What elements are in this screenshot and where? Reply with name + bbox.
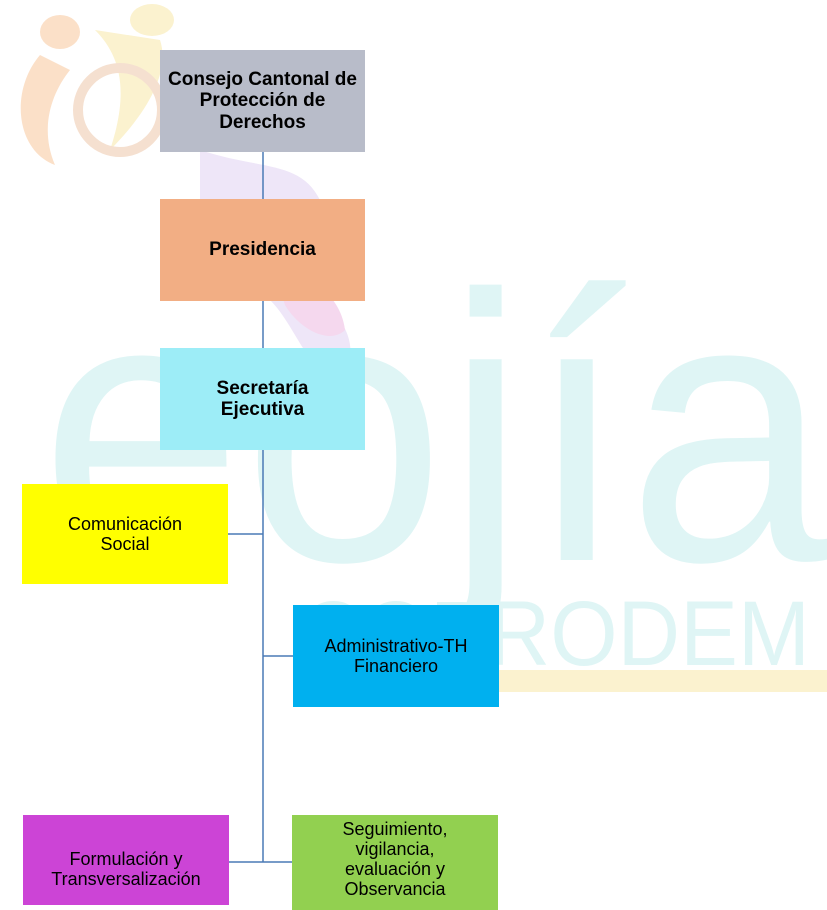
node-formulacion-label: Formulación y Transversalización [51,848,201,889]
node-formulacion-transversalizacion: Formulación y Transversalización [23,815,229,905]
node-presidencia-label: Presidencia [209,239,316,261]
node-consejo-label: Consejo Cantonal de Protección de Derech… [168,69,357,133]
watermark-figure-body-gold [95,30,163,150]
node-comunicacion-label: Comunicación Social [67,513,183,554]
node-consejo-cantonal: Consejo Cantonal de Protección de Derech… [160,50,365,152]
node-secretaria-ejecutiva: Secretaría Ejecutiva [160,348,365,450]
node-presidencia: Presidencia [160,199,365,301]
node-secretaria-label: Secretaría Ejecutiva [216,377,309,420]
node-comunicacion-social: Comunicación Social [22,484,228,584]
watermark-figure-body-orange [20,55,70,165]
node-seguimiento-label: Seguimiento, vigilancia, evaluación y Ob… [342,819,448,900]
watermark-pattern-strip [495,670,827,692]
watermark-figure-head-orange [40,15,80,49]
node-administrativo-label: Administrativo-TH Financiero [324,635,468,676]
node-administrativo-financiero: Administrativo-TH Financiero [293,605,499,707]
node-seguimiento-observancia: Seguimiento, vigilancia, evaluación y Ob… [292,815,498,910]
watermark-figure-head-gold [130,4,174,36]
